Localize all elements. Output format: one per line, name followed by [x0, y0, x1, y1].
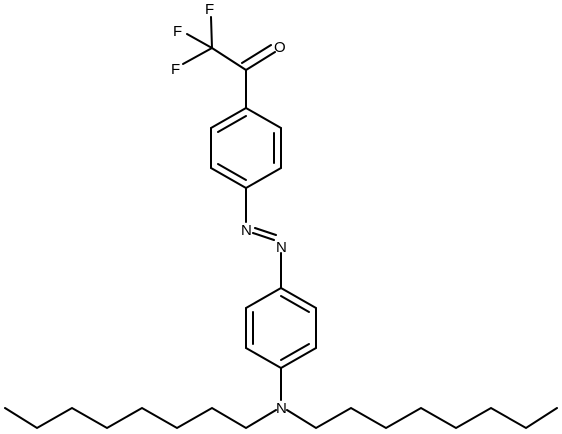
bond-carbonyl-double-1 [245, 51, 276, 71]
ring1-bond [245, 167, 282, 189]
ring2-bond [280, 347, 317, 369]
fluorine-left-label: F [173, 23, 182, 40]
upper-benzene-ring [210, 107, 282, 189]
fluorine-bottom-label: F [171, 61, 180, 78]
bond-c-f-bottom [182, 47, 213, 65]
ring1-bond [210, 167, 247, 189]
bond-c-f-top [210, 16, 213, 49]
ring2-bond [280, 287, 317, 309]
bond-azo-double-1 [252, 232, 275, 241]
amine-nitrogen-label: N [276, 400, 287, 417]
ring2-inner-bond [280, 295, 310, 313]
azo-nitrogen-2-label: N [276, 239, 287, 256]
bond-cf3-carbonyl [211, 47, 247, 71]
ring2-inner-bond [280, 343, 310, 361]
trifluoromethyl-group [182, 16, 247, 71]
bond-azo-double-2 [254, 227, 277, 236]
azo-nitrogen-1-label: N [241, 222, 252, 239]
ring1-inner-bond [217, 115, 247, 133]
bond-carbonyl-double-2 [241, 44, 272, 64]
oxygen-label: O [274, 39, 286, 56]
ring2-bond [245, 347, 282, 369]
atom-labels: F F F O N N N [171, 1, 287, 417]
left-octyl-chain [4, 406, 277, 430]
bond-c-f-left [186, 33, 213, 49]
ring2-bond [245, 287, 282, 309]
fluorine-top-label: F [205, 1, 214, 18]
ring1-bond [210, 107, 247, 129]
lower-benzene-ring [245, 287, 317, 369]
ring1-bond [245, 107, 282, 129]
azo-bridge [245, 187, 282, 289]
right-octyl-chain [286, 406, 558, 430]
ring1-inner-bond [217, 163, 247, 181]
carbonyl-group [241, 44, 276, 109]
